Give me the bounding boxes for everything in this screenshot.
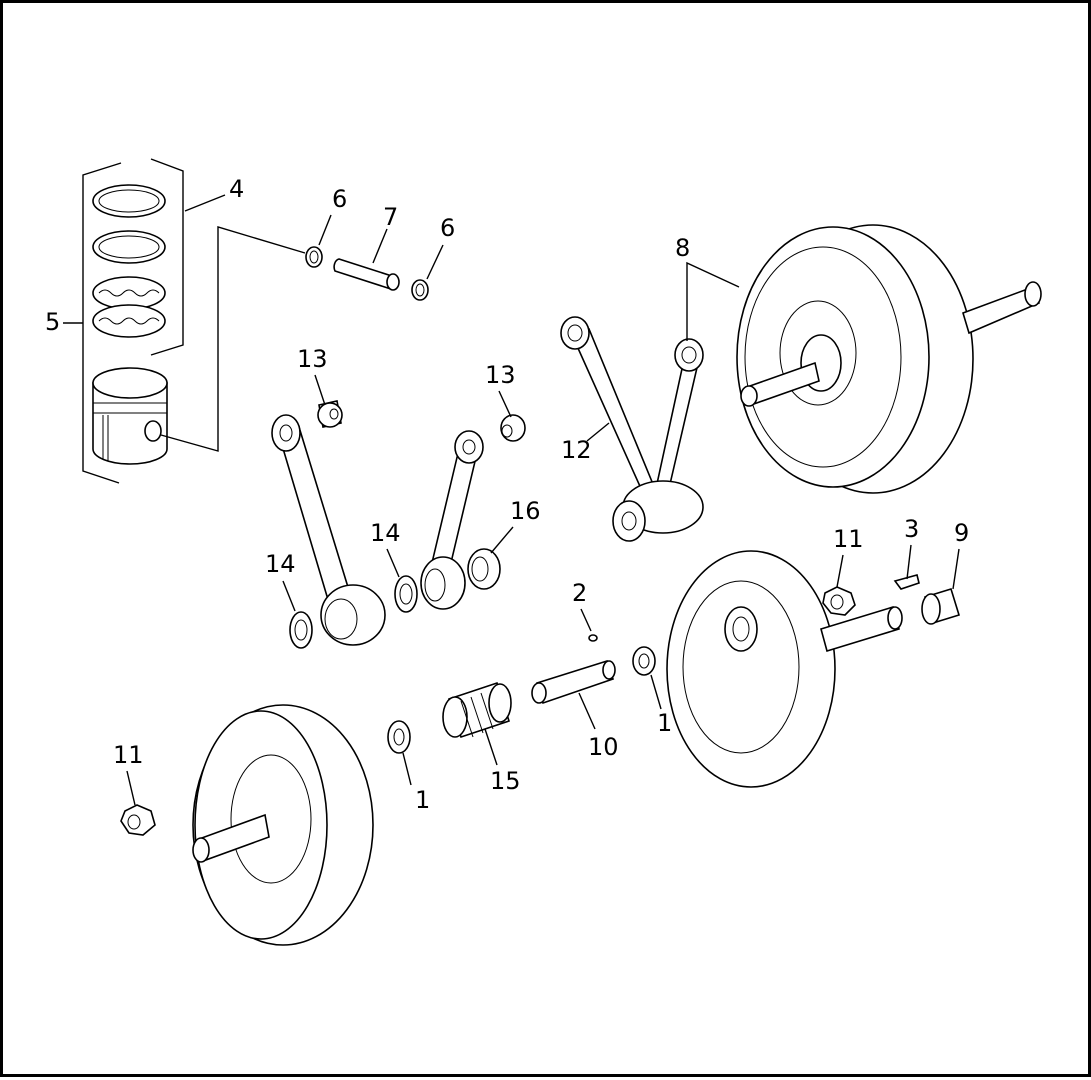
wrist-pin-clip	[411, 279, 429, 301]
pinion-key	[893, 574, 920, 590]
spacer-washer	[289, 611, 313, 649]
callout-label: 11	[113, 741, 144, 769]
callout-label: 13	[485, 361, 516, 389]
callout-label: 6	[440, 214, 455, 242]
bearing-race	[467, 548, 501, 590]
pinion-bushing	[921, 588, 960, 625]
callout-label: 15	[490, 767, 521, 795]
callout-label: 14	[370, 519, 401, 547]
right-flywheel-assembly	[736, 224, 1042, 494]
callout-label: 1	[657, 709, 672, 737]
wrist-pin	[333, 258, 400, 291]
pinion-flywheel	[666, 550, 903, 788]
crank-pin	[531, 660, 616, 705]
leader-line	[160, 226, 306, 452]
connecting-rod-assembly	[560, 316, 704, 542]
thrust-washer	[632, 646, 656, 676]
callout-labels: 1 1 2 3 4 5 6 6 7 8 9 10 11 11 12 13 13 …	[45, 175, 969, 814]
piston-ring-set	[82, 158, 184, 484]
roller-bearing-cage	[442, 681, 512, 739]
thrust-washer	[387, 720, 411, 754]
callout-label: 3	[904, 515, 919, 543]
callout-label: 12	[561, 436, 592, 464]
wrist-pin-clip	[305, 246, 323, 268]
callout-label: 11	[833, 525, 864, 553]
flywheel-nut	[822, 586, 856, 616]
callout-label: 13	[297, 345, 328, 373]
callout-label: 5	[45, 308, 60, 336]
callout-label: 2	[572, 579, 587, 607]
exploded-parts-diagram: 1 1 2 3 4 5 6 6 7 8 9 10 11 11 12 13 13 …	[45, 158, 1042, 946]
piston	[92, 367, 168, 465]
left-flywheel	[192, 704, 374, 946]
callout-label: 8	[675, 234, 690, 262]
callout-label: 6	[332, 185, 347, 213]
leader-lines	[63, 194, 960, 806]
spacer-washer	[394, 575, 418, 613]
callout-label: 1	[415, 786, 430, 814]
rod-bushing	[317, 400, 343, 428]
callout-label: 9	[954, 519, 969, 547]
callout-label: 16	[510, 497, 541, 525]
callout-label: 14	[265, 550, 296, 578]
connecting-rod	[271, 414, 386, 646]
flywheel-nut	[120, 804, 156, 836]
connecting-rod	[420, 430, 484, 610]
woodruff-key	[588, 634, 598, 642]
callout-label: 4	[229, 175, 244, 203]
callout-label: 7	[383, 203, 398, 231]
rod-bushing	[500, 414, 526, 442]
callout-label: 10	[588, 733, 619, 761]
